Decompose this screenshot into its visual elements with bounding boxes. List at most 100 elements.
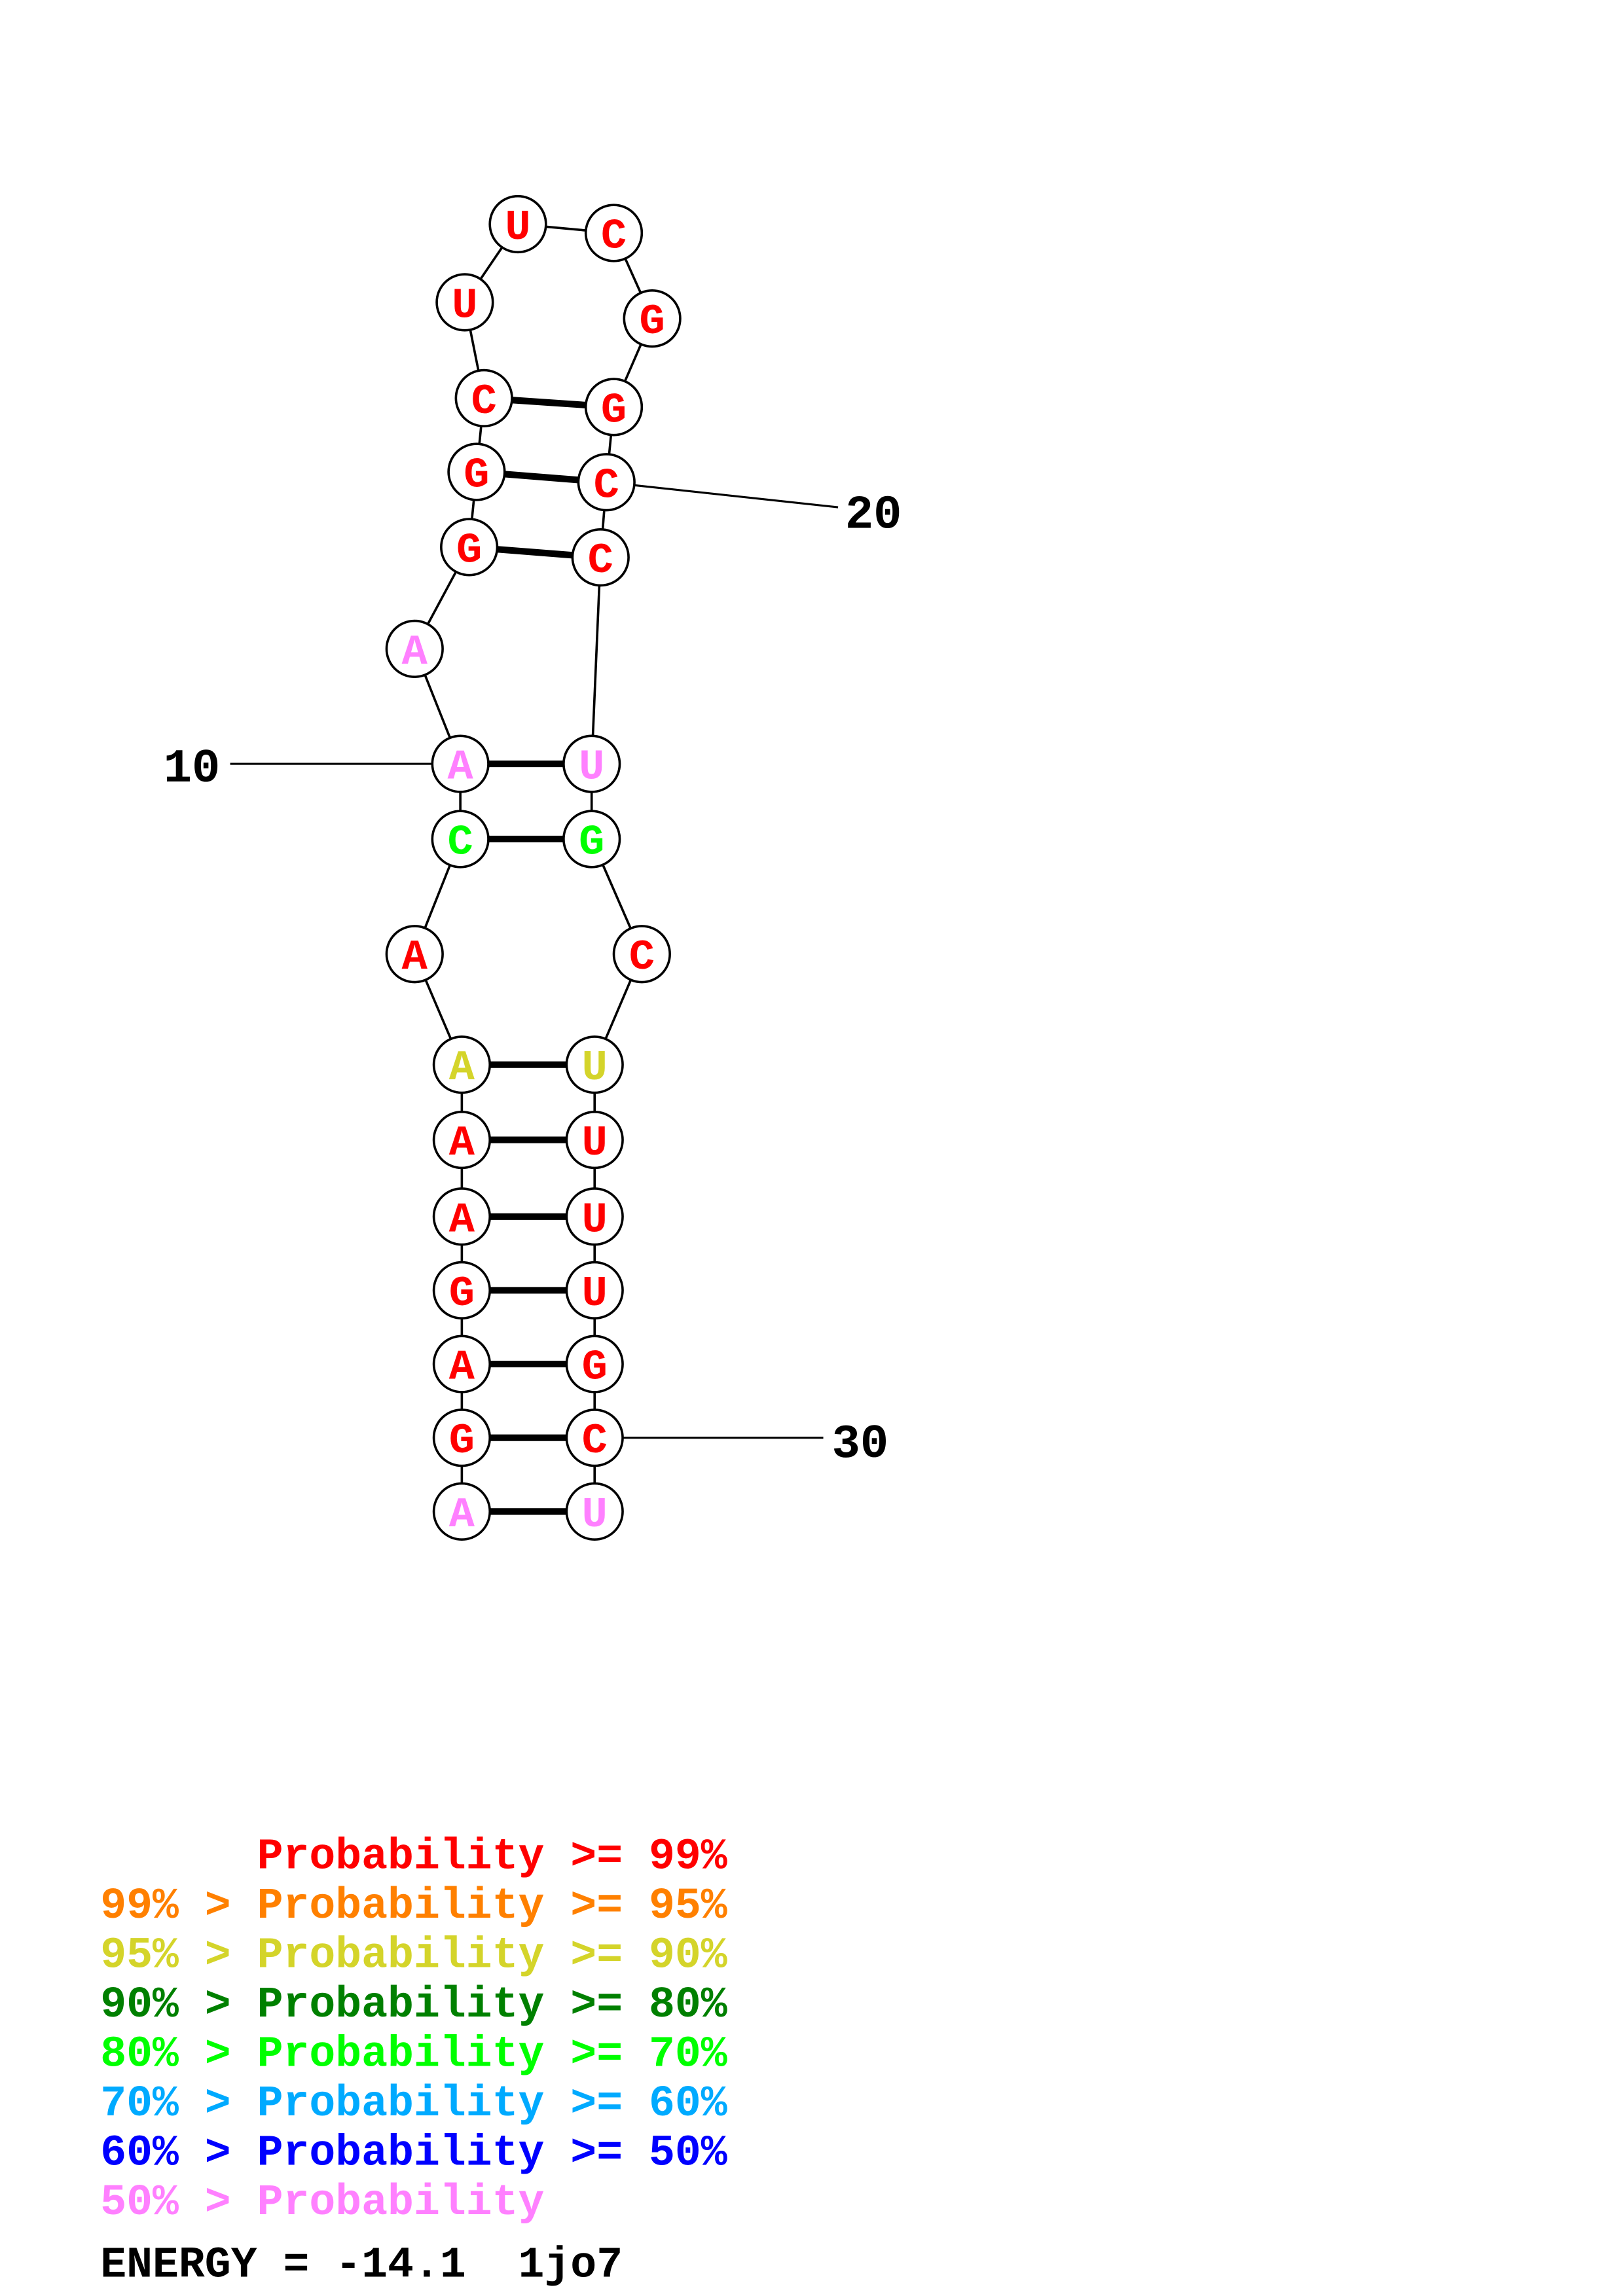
nucleotide-circle [385, 619, 444, 678]
nucleotide-circle [565, 1408, 624, 1467]
nucleotide-circle [432, 1187, 492, 1246]
nucleotide-4: G [432, 1261, 492, 1320]
legend-row: 60% > Probability >= 50% [100, 2128, 727, 2178]
nucleotide-letter: U [582, 1044, 608, 1092]
backbone-segment [590, 557, 602, 764]
nucleotide-circle [432, 1110, 492, 1170]
nucleotide-27: U [565, 1187, 624, 1246]
nucleotide-17: C [584, 204, 644, 262]
nucleotide-31: U [565, 1482, 624, 1541]
nucleotide-8: A [385, 925, 444, 984]
nucleotide-circle [612, 925, 671, 984]
nucleotide-letter: U [582, 1119, 608, 1168]
legend-row: 50% > Probability [100, 2178, 544, 2227]
nucleotide-circle [432, 1261, 492, 1320]
nucleotide-letter: G [464, 452, 489, 500]
nucleotide-circle [584, 378, 644, 437]
nucleotide-letter: U [582, 1196, 608, 1244]
nucleotide-circle [431, 810, 490, 869]
probability-legend: Probability >= 99%99% > Probability >= 9… [100, 1833, 727, 2227]
nucleotide-circle [432, 1482, 492, 1541]
nucleotide-21: C [571, 528, 630, 587]
nucleotide-circle [565, 1035, 624, 1094]
nucleotide-19: G [584, 378, 644, 437]
nucleotide-30: C [565, 1408, 624, 1467]
nucleotide-20: C [577, 453, 636, 512]
nucleotide-29: G [565, 1335, 624, 1393]
tick-label-10: 10 [164, 742, 221, 796]
nucleotide-circle [562, 734, 621, 793]
legend-row: 80% > Probability >= 70% [100, 2030, 727, 2079]
nucleotide-circle [562, 810, 621, 869]
nucleotide-letter: C [594, 461, 619, 510]
nucleotide-circle [440, 518, 499, 577]
legend-row: 90% > Probability >= 80% [100, 1981, 727, 2030]
nucleotide-22: U [562, 734, 621, 793]
nucleotide-letter: U [582, 1491, 608, 1539]
tick-labels: 10 20 30 [164, 481, 902, 1471]
nucleotide-14: C [454, 368, 513, 427]
nucleotide-circle [577, 453, 636, 512]
nucleotide-circle [565, 1261, 624, 1320]
nucleotide-circle [385, 925, 444, 984]
nucleotide-circle [432, 1035, 492, 1094]
nucleotide-circle [584, 204, 644, 262]
nucleotide-16: U [488, 194, 547, 254]
nucleotide-10: A [431, 734, 490, 793]
tick-label-20: 20 [845, 489, 902, 543]
legend-row: 99% > Probability >= 95% [100, 1882, 727, 1931]
nucleotide-circle [565, 1335, 624, 1393]
nucleotide-circle [565, 1187, 624, 1246]
nucleotide-2: G [432, 1408, 492, 1467]
nucleotide-circle [565, 1110, 624, 1170]
nucleotide-25: U [565, 1035, 624, 1094]
nucleotide-23: G [562, 810, 621, 869]
nucleotide-12: G [440, 518, 499, 577]
tick-label-30: 30 [832, 1418, 889, 1471]
nucleotide-6: A [432, 1110, 492, 1170]
nucleotide-letter: C [601, 213, 627, 261]
nucleotide-letter: G [579, 819, 604, 867]
nucleotide-15: U [435, 273, 494, 332]
nucleotide-letter: G [582, 1344, 608, 1392]
nucleotide-letter: A [402, 933, 428, 982]
nucleotide-letter: A [449, 1491, 475, 1539]
nucleotide-circle [431, 734, 490, 793]
nucleotide-letter: G [449, 1417, 475, 1465]
legend-row: Probability >= 99% [100, 1833, 727, 1882]
nucleotide-letter: C [448, 819, 473, 867]
nucleotide-letter: A [448, 744, 474, 792]
nucleotide-letter: A [449, 1119, 475, 1168]
nucleotide-9: C [431, 810, 490, 869]
nucleotide-circle [454, 368, 513, 427]
nucleotide-letter: A [449, 1196, 475, 1244]
tick-line [606, 481, 839, 509]
nucleotide-letter: U [579, 744, 604, 792]
nucleotide-letter: A [449, 1344, 475, 1392]
legend-row: 70% > Probability >= 60% [100, 2079, 727, 2128]
nucleotide-circle [571, 528, 630, 587]
nucleotide-13: G [447, 442, 506, 501]
nucleotide-11: A [385, 619, 444, 678]
nucleotide-5: A [432, 1187, 492, 1246]
nucleotide-letter: G [449, 1270, 475, 1318]
nucleotide-18: G [623, 289, 682, 348]
energy-label: ENERGY = -14.1 1jo7 [100, 2241, 623, 2290]
nucleotide-letter: C [588, 537, 613, 585]
nucleotide-circle [623, 289, 682, 348]
nucleotide-28: U [565, 1261, 624, 1320]
nucleotide-circle [432, 1335, 492, 1393]
nucleotide-circle [432, 1408, 492, 1467]
nucleotide-24: C [612, 925, 671, 984]
legend-row: 95% > Probability >= 90% [100, 1931, 727, 1981]
nucleotide-letter: G [639, 298, 665, 346]
nucleotide-letter: A [402, 628, 428, 677]
nucleotide-letter: G [601, 386, 627, 435]
nucleotide-7: A [432, 1035, 492, 1094]
nucleotide-circle [565, 1482, 624, 1541]
nucleotide-circle [447, 442, 506, 501]
nucleotide-letter: C [629, 933, 655, 982]
nucleotide-letter: U [452, 281, 477, 330]
